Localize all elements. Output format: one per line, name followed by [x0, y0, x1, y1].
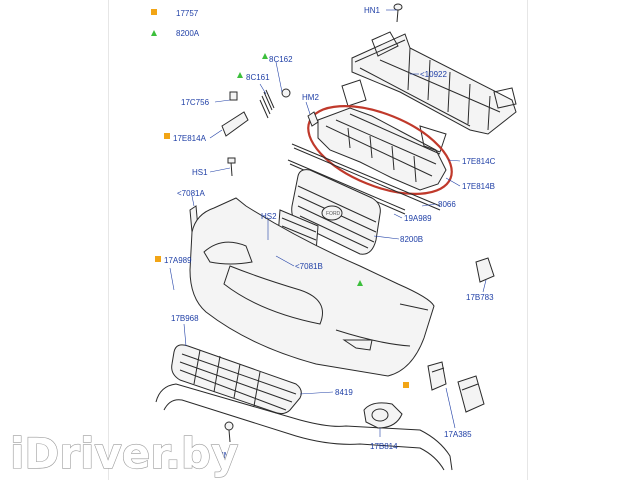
highlight-ring — [307, 105, 453, 195]
legend-code-1: 17757 — [176, 9, 199, 18]
label-17a385: 17A385 — [444, 430, 472, 439]
lower-grille — [171, 344, 302, 415]
label-19a989: 19A989 — [404, 214, 432, 223]
label-17b814: 17B814 — [370, 442, 398, 451]
leader-lines — [169, 9, 487, 437]
label-8066: 8066 — [438, 200, 456, 209]
label-hm2: HM2 — [302, 93, 319, 102]
label-hs2: HS2 — [261, 212, 277, 221]
bumper-reinforcement-beam — [351, 31, 517, 135]
label-7081a: <7081A — [177, 189, 205, 198]
watermark: iDriver.by — [10, 429, 238, 478]
label-10922: <10922 — [420, 70, 447, 79]
label-hn1: HN1 — [364, 6, 381, 15]
label-17b968: 17B968 — [171, 314, 199, 323]
fog-lamp-cover — [363, 402, 403, 429]
bottom-screw — [224, 421, 234, 443]
label-8200b: 8200B — [400, 235, 423, 244]
label-17e814a: 17E814A — [173, 134, 207, 143]
svg-text:FORD: FORD — [326, 211, 341, 217]
lower-spoiler — [155, 383, 453, 471]
label-17a989: 17A989 — [164, 256, 192, 265]
label-17e814b: 17E814B — [462, 182, 495, 191]
label-7081b: <7081B — [295, 262, 323, 271]
label-hm: HM — [218, 451, 231, 460]
legend-orange-square-icon — [151, 9, 157, 15]
legend-green-triangle-icon — [151, 30, 157, 36]
legend-code-2: 8200A — [176, 29, 200, 38]
colour-markers — [155, 53, 409, 388]
label-17e814c: 17E814C — [462, 157, 496, 166]
label-8c162: 8C162 — [269, 55, 293, 64]
label-17b783: 17B783 — [466, 293, 494, 302]
label-17c756: 17C756 — [181, 98, 210, 107]
upper-grille: FORD — [291, 169, 381, 255]
mounting-brackets — [427, 361, 485, 413]
hn1-bolt — [393, 3, 403, 23]
bumper-absorber-bracket — [317, 79, 447, 191]
label-8c161: 8C161 — [246, 73, 270, 82]
label-8419: 8419 — [335, 388, 353, 397]
label-hs1: HS1 — [192, 168, 208, 177]
bumper-cover — [189, 197, 435, 377]
